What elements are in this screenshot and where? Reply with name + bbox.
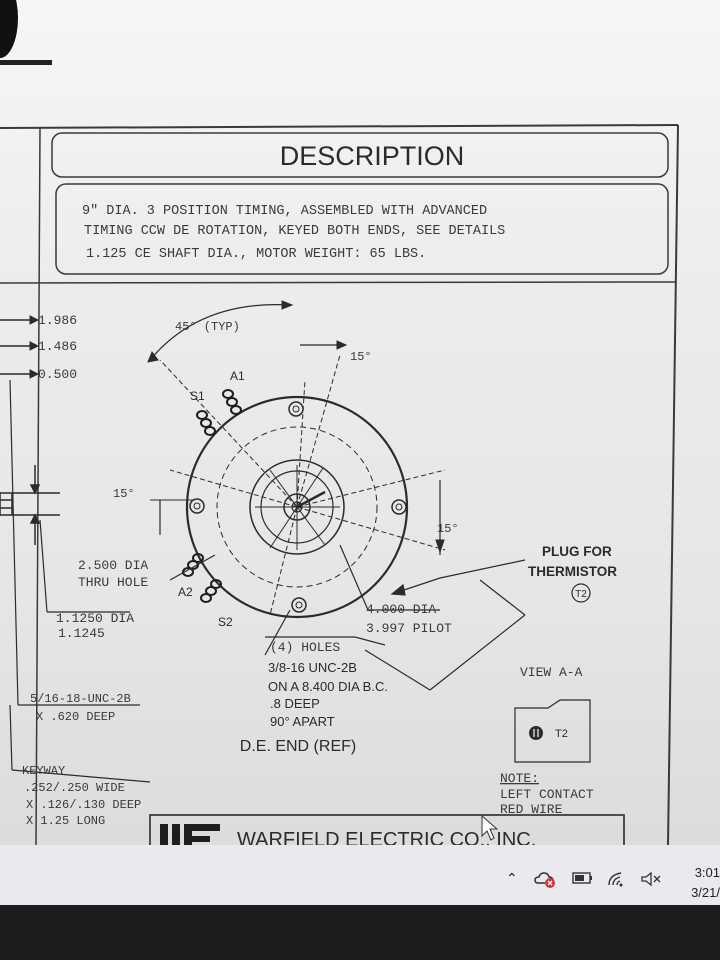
plug-t2-circle — [571, 583, 591, 603]
holes-line-5: 90° APART — [270, 714, 335, 729]
motor-outline-circle — [185, 395, 409, 619]
plug-t2-label: T2 — [575, 589, 587, 600]
company-logo — [160, 824, 220, 845]
note-title: NOTE: — [500, 771, 539, 786]
shaft-dia-line-2: 1.1245 — [58, 626, 105, 641]
description-line-1: 9" DIA. 3 POSITION TIMING, ASSEMBLED WIT… — [82, 204, 487, 219]
terminal-a1 — [222, 389, 242, 415]
mouse-cursor-icon — [481, 814, 499, 841]
motor-end-view — [147, 300, 446, 619]
note-line-1: LEFT CONTACT — [500, 787, 594, 802]
description-title-box — [51, 132, 669, 178]
left-leaders — [9, 379, 151, 783]
bolt-circle — [216, 426, 378, 588]
pilot-line-2: 3.997 PILOT — [366, 621, 452, 636]
note-line-2: RED WIRE — [500, 802, 563, 817]
holes-leader — [264, 609, 386, 656]
dim-1986: 1.986 — [38, 313, 77, 328]
terminal-s1 — [196, 410, 216, 436]
thru-hole-line-2: THRU HOLE — [78, 575, 148, 590]
thru-hole-line-1: 2.500 DIA — [78, 558, 148, 573]
description-line-2: TIMING CCW DE ROTATION, KEYED BOTH ENDS,… — [84, 224, 505, 239]
angle-45-label: 45° (TYP) — [175, 320, 240, 334]
wifi-icon[interactable] — [607, 871, 629, 891]
angle-15-left-label: 15° — [113, 487, 135, 501]
pilot-line-1: 4.000 DIA — [366, 602, 436, 617]
pilot-circle — [249, 459, 345, 555]
shaft-dia-line-1: 1.1250 DIA — [56, 611, 134, 626]
volume-muted-icon[interactable] — [640, 871, 662, 891]
keyway-line-1: KEYWAY — [22, 764, 65, 778]
description-block: DESCRIPTION 9" DIA. 3 POSITION TIMING, A… — [51, 132, 669, 275]
mount-hole-bottom — [291, 597, 307, 613]
top-left-blob — [0, 0, 18, 58]
keyway-line-3: X .126/.130 DEEP — [26, 798, 141, 812]
top-left-bar — [0, 60, 52, 65]
tap-line-1: 5/16-18-UNC-2B — [30, 692, 131, 706]
battery-icon[interactable] — [572, 871, 594, 889]
holes-line-3: ON A 8.400 DIA B.C. — [268, 679, 388, 694]
keyway-line-2: .252/.250 WIDE — [24, 781, 125, 795]
plug-line-2: THERMISTOR — [528, 564, 617, 579]
clock-date[interactable]: 3/21/ — [691, 885, 720, 900]
terminals — [182, 389, 242, 603]
pilot-leader — [339, 544, 440, 611]
left-dimensions — [0, 315, 40, 379]
onedrive-error-icon[interactable] — [534, 869, 558, 893]
view-aa-label: VIEW A-A — [520, 665, 583, 680]
terminal-a1-label: A1 — [230, 369, 245, 383]
shaft-stub — [0, 465, 60, 545]
mount-hole-right — [391, 499, 407, 515]
description-line-3: 1.125 CE SHAFT DIA., MOTOR WEIGHT: 65 LB… — [86, 247, 426, 262]
title-block: WARFIELD ELECTRIC CO., INC. — [149, 814, 625, 845]
tap-line-2: X .620 DEEP — [36, 710, 115, 724]
terminal-s1-label: S1 — [190, 389, 205, 403]
connector-outline — [514, 699, 591, 763]
connector-pin-icon — [529, 726, 543, 740]
clock-time[interactable]: 3:01 — [694, 865, 720, 880]
plug-line-1: PLUG FOR — [542, 544, 612, 559]
monitor-bezel — [0, 905, 720, 960]
dim-1486: 1.486 — [38, 339, 77, 354]
mount-hole-left — [189, 498, 205, 514]
description-title: DESCRIPTION — [280, 141, 465, 171]
mount-hole-top — [288, 401, 304, 417]
holes-line-1: (4) HOLES — [270, 640, 340, 655]
de-end-label: D.E. END (REF) — [240, 738, 356, 755]
terminal-a2-label: A2 — [178, 585, 193, 599]
angle-15-right-label: 15° — [437, 522, 459, 536]
connector-t2-label: T2 — [555, 728, 568, 740]
keyway-line-4: X 1.25 LONG — [26, 814, 105, 828]
holes-line-2: 3/8-16 UNC-2B — [268, 660, 357, 675]
engineering-drawing: DESCRIPTION 9" DIA. 3 POSITION TIMING, A… — [0, 0, 679, 845]
thermistor-leader — [364, 559, 526, 691]
thru-hole-leader — [169, 554, 216, 581]
terminal-s2-label: S2 — [218, 615, 233, 629]
screen: DESCRIPTION 9" DIA. 3 POSITION TIMING, A… — [0, 0, 720, 845]
dim-0500: 0.500 — [38, 367, 77, 382]
holes-line-4: .8 DEEP — [270, 696, 320, 711]
angle-15-top-label: 15° — [350, 350, 372, 364]
taskbar: ⌃ 3:01 3/21/ — [0, 845, 720, 905]
terminal-a2 — [182, 553, 204, 577]
company-name: WARFIELD ELECTRIC CO., INC. — [237, 829, 536, 845]
description-text-box — [55, 183, 669, 275]
terminal-s2 — [200, 579, 222, 603]
chevron-up-icon[interactable]: ⌃ — [506, 871, 518, 887]
